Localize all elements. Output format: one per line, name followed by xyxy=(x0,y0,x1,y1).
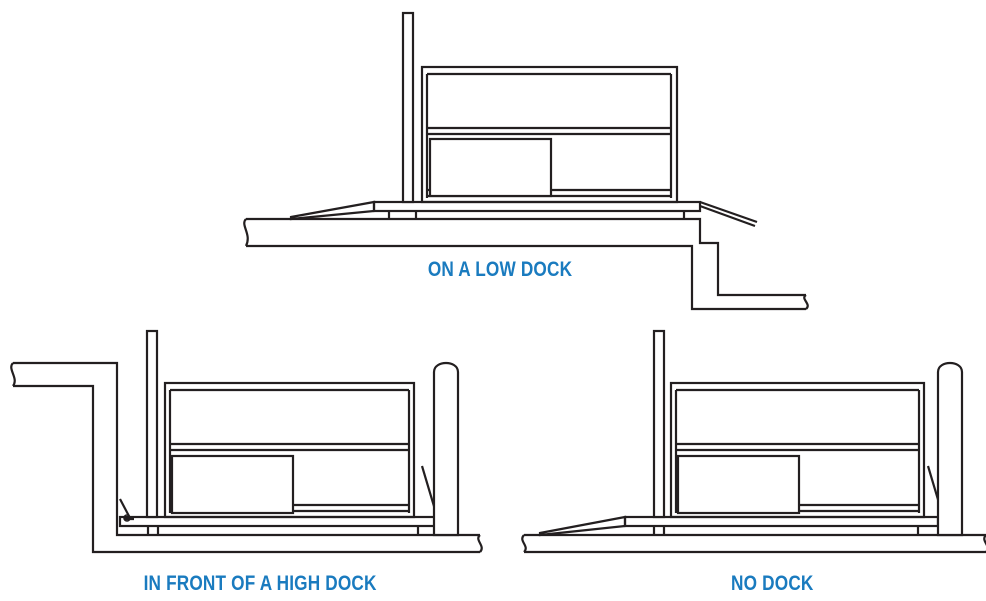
no-dock-post xyxy=(652,329,666,519)
low-dock-right-ramp xyxy=(699,200,758,228)
high-dock-frame-outer xyxy=(163,381,416,519)
low-dock-cabinet xyxy=(428,137,553,198)
caption-high-dock: IN FRONT OF A HIGH DOCK xyxy=(143,572,377,595)
no-dock-ground xyxy=(521,533,986,554)
no-dock-bollard xyxy=(936,361,964,537)
low-dock-base xyxy=(372,200,702,213)
high-dock-diagram xyxy=(10,329,483,554)
high-dock-frame-inner xyxy=(168,388,411,513)
high-dock-cabinet xyxy=(170,454,295,515)
low-dock-ground xyxy=(243,217,809,311)
low-dock-frame-inner xyxy=(425,72,673,198)
high-dock-wall xyxy=(10,361,483,554)
no-dock-cabinet xyxy=(676,454,801,515)
low-dock-left-ramp xyxy=(289,200,376,221)
high-dock-hinge xyxy=(123,514,131,522)
caption-no-dock: NO DOCK xyxy=(731,572,814,595)
no-dock-diagram xyxy=(521,329,986,554)
no-dock-left-ramp xyxy=(538,515,627,537)
low-dock-base-lower xyxy=(387,211,686,219)
no-dock-frame-outer xyxy=(669,381,926,519)
high-dock-base-lower xyxy=(146,526,420,535)
low-dock-post xyxy=(401,11,415,204)
low-dock-frame-outer xyxy=(420,65,679,204)
no-dock-base-lower xyxy=(652,526,920,535)
high-dock-base xyxy=(118,515,440,528)
caption-low-dock: ON A LOW DOCK xyxy=(427,258,573,281)
low-dock-diagram xyxy=(243,11,809,311)
high-dock-post xyxy=(145,329,159,519)
no-dock-frame-inner xyxy=(674,388,921,513)
no-dock-base xyxy=(623,515,940,528)
high-dock-bollard xyxy=(432,361,460,537)
